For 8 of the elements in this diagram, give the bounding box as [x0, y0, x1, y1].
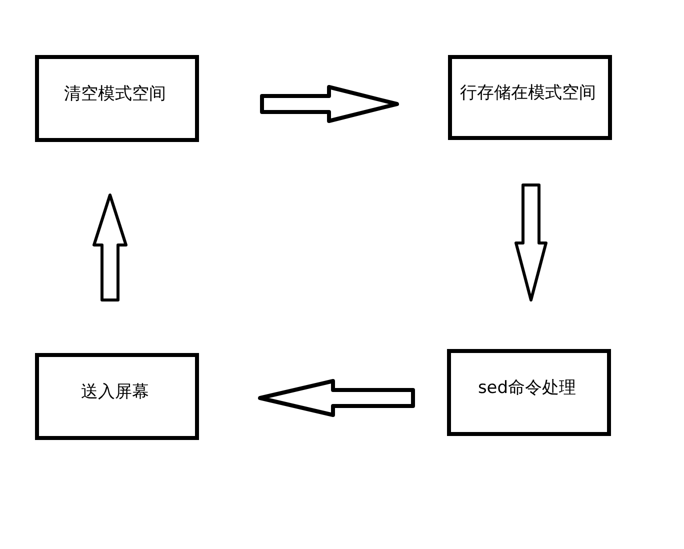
process-box: 行存储在模式空间: [448, 55, 612, 140]
process-box: 送入屏幕: [35, 353, 199, 440]
process-box: sed命令处理: [447, 349, 611, 436]
block-arrow: [260, 85, 399, 123]
block-arrow: [258, 379, 415, 417]
block-arrow: [514, 184, 548, 302]
process-box: 清空模式空间: [35, 55, 199, 142]
block-arrow: [92, 194, 128, 302]
